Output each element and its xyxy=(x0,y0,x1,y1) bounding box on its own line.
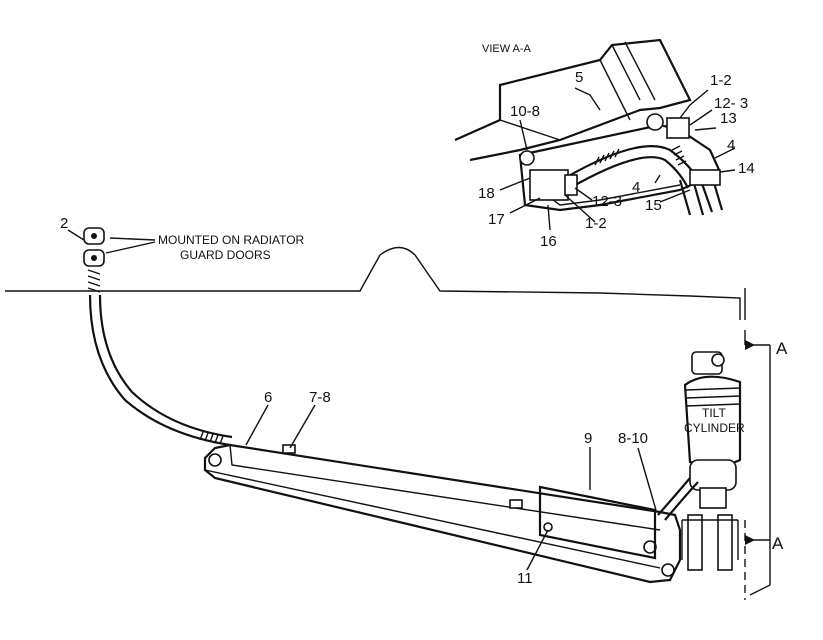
view-callouts: 5 10-8 1-2 12- 3 13 4 14 4 15 18 12-3 17… xyxy=(478,69,755,250)
callout-1-2-low: 1-2 xyxy=(585,215,607,232)
callout-14: 14 xyxy=(738,160,755,177)
callout-4-right: 4 xyxy=(727,137,735,154)
note-line-2: GUARD DOORS xyxy=(180,248,271,262)
callout-10-8: 10-8 xyxy=(510,103,540,120)
callout-2: 2 xyxy=(60,215,68,232)
callout-12-3-low: 12-3 xyxy=(592,193,622,210)
switch-assembly xyxy=(83,227,105,293)
callout-12-3-top: 12- 3 xyxy=(714,95,748,112)
note-leaders xyxy=(105,237,156,254)
callout-17: 17 xyxy=(488,211,505,228)
callout-8-10: 8-10 xyxy=(618,430,648,447)
callout-15: 15 xyxy=(645,197,662,214)
note-line-1: MOUNTED ON RADIATOR xyxy=(158,233,305,247)
callout-6: 6 xyxy=(264,389,272,406)
view-aa-inset xyxy=(454,38,724,216)
section-marker xyxy=(744,340,771,600)
callout-11: 11 xyxy=(517,570,533,587)
view-leaders xyxy=(499,87,736,231)
callout-1-2-top: 1-2 xyxy=(710,72,732,89)
section-label-top: A xyxy=(776,339,788,358)
callout-5: 5 xyxy=(575,69,583,86)
tilt-cylinder xyxy=(681,351,742,571)
section-label-bottom: A xyxy=(772,534,784,553)
hood-outline xyxy=(5,246,741,320)
callout-16: 16 xyxy=(540,233,557,250)
callout-9: 9 xyxy=(584,430,592,447)
cylinder-label-2: CYLINDER xyxy=(684,421,745,435)
callout-4-mid: 4 xyxy=(632,179,640,196)
callout-7-8: 7-8 xyxy=(309,389,331,406)
view-title: VIEW A-A xyxy=(482,43,532,55)
frame-beam xyxy=(203,443,682,584)
callout-13: 13 xyxy=(720,110,737,127)
cylinder-label-1: TILT xyxy=(702,406,726,420)
cable xyxy=(88,294,231,447)
callout-18: 18 xyxy=(478,185,495,202)
